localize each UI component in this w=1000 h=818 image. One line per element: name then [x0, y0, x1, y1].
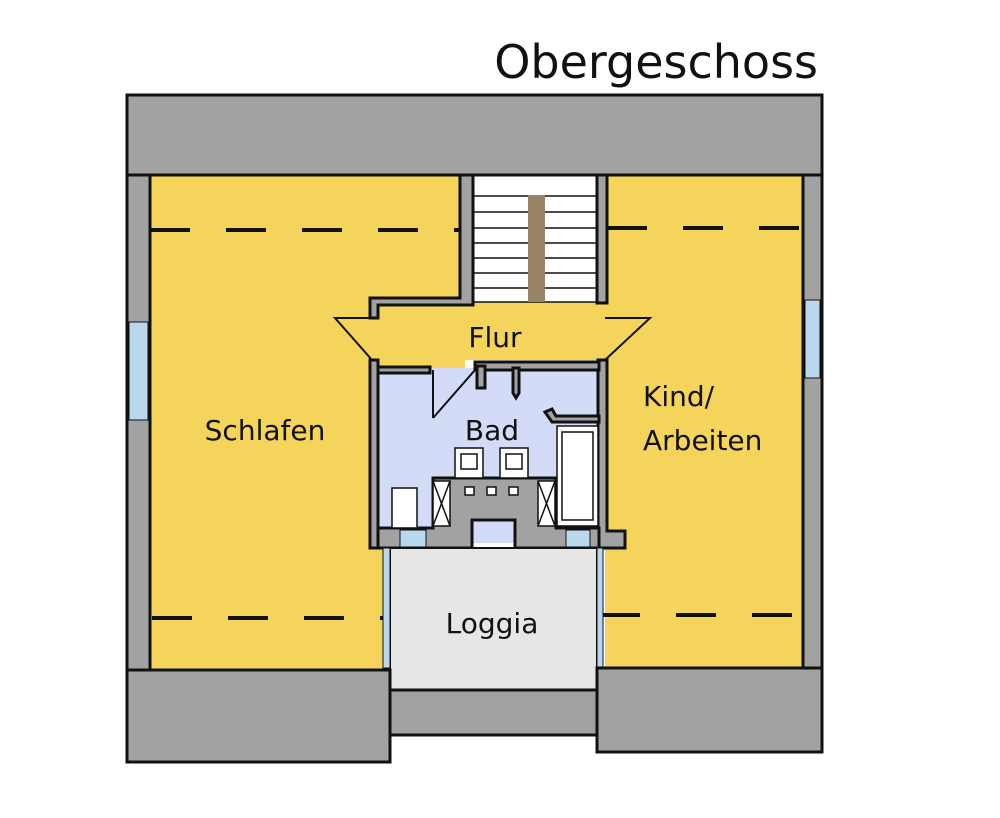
plan-title: Obergeschoss [494, 35, 818, 89]
shaft [432, 480, 556, 527]
room-kind-arbeiten [605, 175, 803, 668]
wall [475, 364, 487, 390]
room-flur [335, 300, 650, 360]
window-right [804, 299, 821, 379]
stair-stringer [528, 195, 545, 302]
bottom-block-left [125, 668, 392, 764]
wall-right [801, 173, 824, 670]
window [399, 529, 427, 548]
sink [454, 447, 529, 479]
wall [542, 407, 601, 424]
flur-outline [332, 317, 373, 361]
window [565, 529, 591, 548]
label-schlafen: Schlafen [205, 414, 326, 447]
label-arbeiten: Arbeiten [643, 424, 762, 457]
window [382, 547, 391, 669]
wall [473, 360, 601, 372]
loggia [389, 547, 598, 691]
window [596, 547, 604, 669]
wall [511, 366, 521, 401]
label-kind: Kind/ [643, 380, 715, 413]
roof-band [125, 93, 824, 177]
wall-left [125, 173, 152, 672]
window-left [128, 321, 149, 421]
wall [595, 173, 609, 305]
label-loggia: Loggia [446, 607, 539, 640]
staircase [472, 174, 598, 303]
wall [368, 173, 475, 320]
label-bad: Bad [465, 414, 519, 447]
bottom-block-right [595, 666, 824, 754]
door-swing [432, 369, 476, 419]
toilet [391, 487, 418, 529]
bathtub [556, 425, 599, 527]
wall [376, 365, 432, 375]
bottom-block-center [388, 688, 599, 737]
flur-outline [604, 317, 653, 361]
label-flur: Flur [468, 321, 522, 354]
